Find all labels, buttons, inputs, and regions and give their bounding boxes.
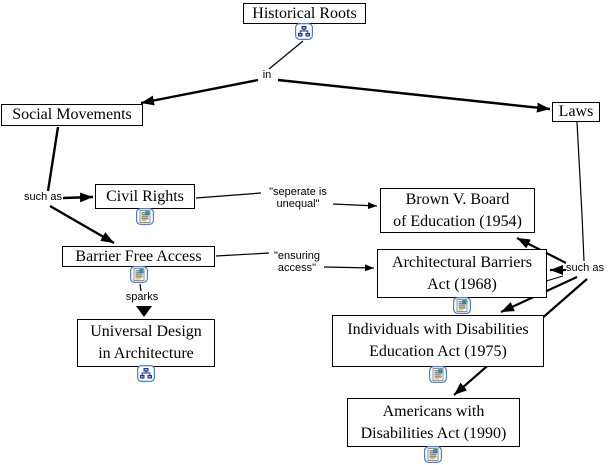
document-icon[interactable] <box>424 446 442 463</box>
link-label-sparks[interactable]: sparks <box>125 291 159 303</box>
document-icon[interactable] <box>429 366 447 383</box>
arrowhead <box>136 306 152 317</box>
connector-line <box>46 126 60 192</box>
connector-arrow <box>140 78 259 106</box>
node-brown-v-board[interactable]: Brown V. Board of Education (1954) <box>380 188 535 233</box>
link-label-in[interactable]: in <box>262 69 272 81</box>
connector-arrow <box>62 192 94 203</box>
document-icon[interactable] <box>130 266 148 283</box>
node-americans-ada[interactable]: Americans with Disabilities Act (1990) <box>347 398 520 447</box>
link-label-ensuring-access[interactable]: "ensuring access" <box>273 250 321 274</box>
node-individuals-idea[interactable]: Individuals with Disabilities Education … <box>332 315 544 367</box>
link-label-such-as-right[interactable]: such as <box>566 262 604 274</box>
connector-line <box>268 40 304 70</box>
link-label-such-as-left[interactable]: such as <box>24 191 62 203</box>
concept-map-icon[interactable] <box>295 23 313 40</box>
connector-arrow <box>49 204 115 245</box>
node-historical-roots[interactable]: Historical Roots <box>243 3 366 24</box>
document-icon[interactable] <box>453 297 471 314</box>
link-label-separate-is-unequal[interactable]: "seperate is unequal" <box>269 186 327 210</box>
node-civil-rights[interactable]: Civil Rights <box>95 184 195 209</box>
node-laws[interactable]: Laws <box>552 102 600 122</box>
connector-arrow <box>277 78 551 113</box>
connector-arrow <box>332 202 378 210</box>
connector-line <box>195 192 262 199</box>
connector-line <box>139 283 142 292</box>
node-universal-design[interactable]: Universal Design in Architecture <box>77 319 215 367</box>
connector-arrow <box>323 264 375 272</box>
node-architectural-barriers-act[interactable]: Architectural Barriers Act (1968) <box>377 249 547 298</box>
node-social-movements[interactable]: Social Movements <box>1 104 143 126</box>
connector-line <box>215 252 270 257</box>
document-icon[interactable] <box>136 208 154 225</box>
concept-map-icon[interactable] <box>137 365 155 382</box>
connector-line <box>576 121 585 262</box>
node-barrier-free-access[interactable]: Barrier Free Access <box>62 246 215 267</box>
